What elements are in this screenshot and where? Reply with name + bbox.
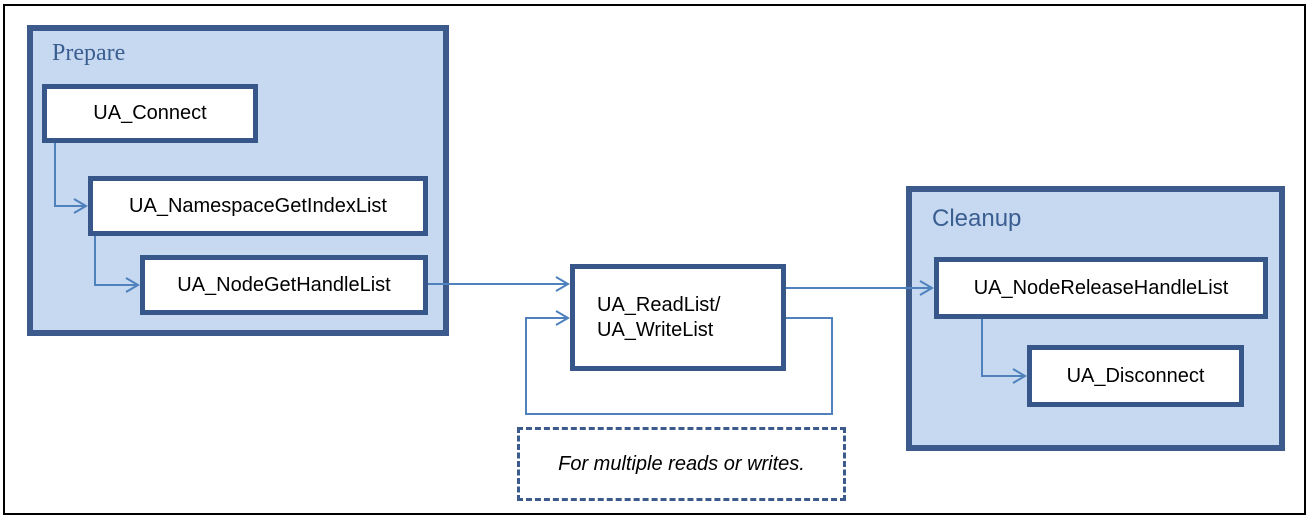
- ua-disconnect-node: UA_Disconnect: [1027, 345, 1244, 407]
- ua-namespace-get-index-list-label: UA_NamespaceGetIndexList: [129, 194, 387, 217]
- release-to-disconnect-connector: [981, 319, 1025, 377]
- ua-node-get-handle-list-node: UA_NodeGetHandleList: [140, 255, 428, 315]
- ua-disconnect-label: UA_Disconnect: [1066, 364, 1205, 387]
- cleanup-group-title: Cleanup: [932, 205, 1022, 232]
- ua-connect-label: UA_Connect: [93, 102, 207, 124]
- multiple-reads-writes-note: For multiple reads or writes.: [517, 427, 846, 501]
- handle-to-readwrite-arrowhead: [555, 276, 570, 292]
- connect-to-namespace-connector: [54, 143, 86, 207]
- note-text: For multiple reads or writes.: [558, 452, 805, 475]
- connect-to-namespace-arrowhead: [73, 198, 88, 214]
- readwrite-to-cleanup-arrowhead: [919, 280, 934, 296]
- namespace-to-handle-connector: [94, 236, 138, 286]
- prepare-group-title: Prepare: [52, 40, 126, 66]
- ua-read-list-label: UA_ReadList/: [597, 293, 721, 316]
- readwrite-loop-arrowhead: [555, 310, 570, 326]
- ua-read-write-list-node: UA_ReadList/ UA_WriteList: [570, 264, 786, 371]
- ua-node-get-handle-list-label: UA_NodeGetHandleList: [177, 273, 391, 296]
- release-to-disconnect-arrowhead: [1012, 368, 1027, 384]
- namespace-to-handle-arrowhead: [125, 277, 140, 293]
- ua-node-release-handle-list-node: UA_NodeReleaseHandleList: [934, 257, 1268, 319]
- ua-connect-node: UA_Connect: [42, 84, 258, 143]
- readwrite-loop-connector: [525, 317, 833, 415]
- ua-write-list-label: UA_WriteList: [597, 318, 714, 341]
- ua-node-release-handle-list-label: UA_NodeReleaseHandleList: [973, 276, 1229, 299]
- ua-namespace-get-index-list-node: UA_NamespaceGetIndexList: [88, 176, 428, 236]
